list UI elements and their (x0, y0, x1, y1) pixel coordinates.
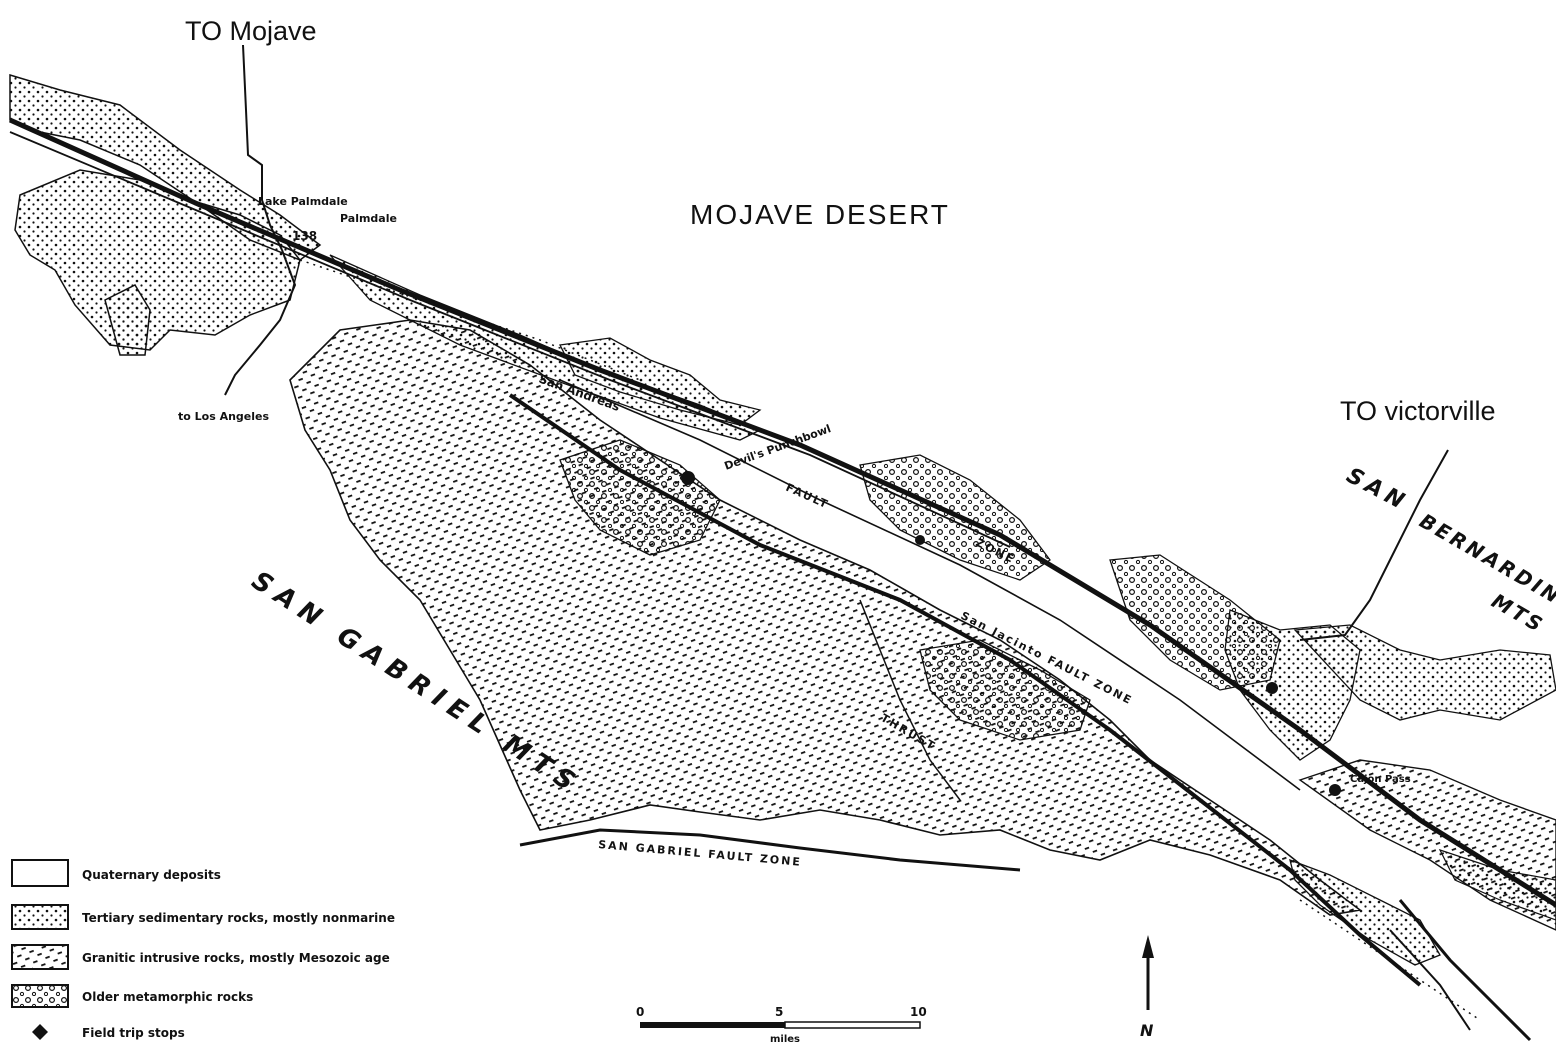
scale-tick-5: 5 (775, 1005, 783, 1019)
punchbowl-fault-line (559, 379, 1301, 791)
scale-unit: miles (770, 1034, 800, 1044)
road-to-los-angeles (224, 249, 297, 396)
legend-swatch-granitic (11, 944, 69, 970)
san-andreas-fault-parallel (9, 131, 1011, 548)
tertiary-unit-southeast (1289, 858, 1441, 966)
legend-label: Field trip stops (82, 1026, 185, 1040)
north-arrow: N (1140, 935, 1154, 1040)
road-to-victorville (1299, 449, 1449, 641)
scale-tick-10: 10 (910, 1005, 927, 1019)
label-to-los-angeles: to Los Angeles (178, 410, 269, 423)
legend-label: Tertiary sedimentary rocks, mostly nonma… (82, 911, 395, 925)
legend-swatch-field-stop (32, 1024, 48, 1040)
granitic-unit-main (289, 319, 1362, 916)
label-road-138: 138 (292, 229, 317, 243)
label-to-victorville: TO victorville (1340, 396, 1496, 426)
dotted-fault-line (299, 259, 641, 381)
tertiary-unit-strip-2 (559, 337, 762, 426)
label-palmdale: Palmdale (340, 212, 397, 225)
label-mojave-desert: MOJAVE DESERT (690, 199, 950, 230)
legend-swatch-tertiary (11, 904, 69, 930)
legend: Quaternary deposits Tertiary sedimentary… (11, 859, 395, 1040)
san-andreas-fault-line (8, 117, 1556, 908)
legend-label: Older metamorphic rocks (82, 990, 253, 1004)
southeast-contact-line (1389, 929, 1471, 1031)
north-label: N (1140, 1021, 1154, 1040)
field-stop-marker (1266, 682, 1278, 694)
thrust-fault-line (859, 599, 961, 801)
label-fault: FAULT (784, 481, 831, 512)
label-lake-palmdale: Lake Palmdale (258, 195, 348, 208)
scale-bar: 0 5 10 miles (636, 1005, 927, 1044)
label-to-mojave: TO Mojave (185, 16, 317, 46)
field-stop-marker (1329, 784, 1341, 796)
dotted-fault-line-east (1299, 899, 1481, 1021)
road-to-mojave (242, 44, 283, 251)
cajon-fault-line (1398, 899, 1532, 1042)
field-stop-marker (681, 471, 695, 485)
legend-label: Granitic intrusive rocks, mostly Mesozoi… (82, 951, 390, 965)
legend-swatch-quaternary (11, 859, 69, 887)
label-san: SAN (1342, 463, 1412, 516)
metamorphic-unit-1 (559, 439, 721, 556)
tertiary-unit-west-lobe (104, 284, 151, 356)
legend-label: Quaternary deposits (82, 868, 221, 882)
metamorphic-unit-3 (919, 639, 1091, 741)
metamorphic-unit-2 (859, 454, 1051, 581)
san-jacinto-fault-line (508, 393, 1422, 987)
tertiary-unit-bernardino (1293, 624, 1556, 721)
field-stop-marker (915, 535, 925, 545)
label-san-gabriel-fault-zone: SAN GABRIEL FAULT ZONE (598, 838, 803, 869)
legend-swatch-metamorphic (11, 984, 69, 1008)
san-gabriel-fault-line (519, 828, 1021, 872)
label-cajon-pass: Cajon Pass (1350, 774, 1411, 785)
label-bernardino: BERNARDINO (1416, 509, 1556, 620)
scale-tick-0: 0 (636, 1005, 644, 1019)
